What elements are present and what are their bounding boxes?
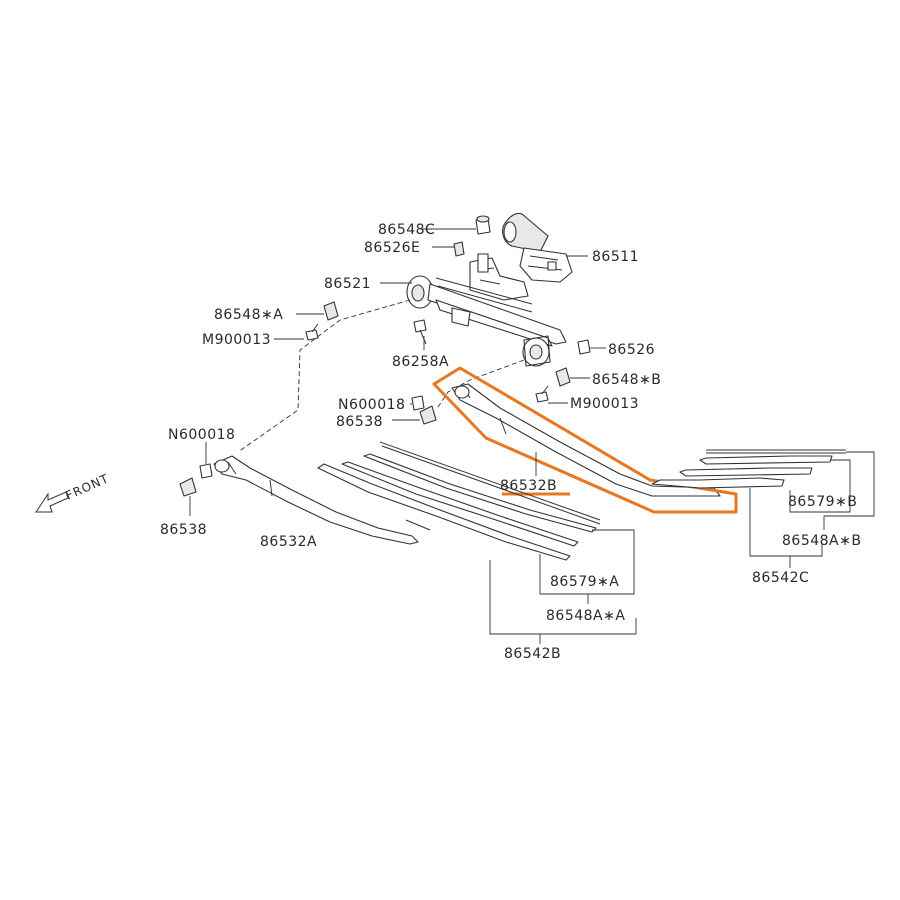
label-86579-B: 86579∗B bbox=[788, 494, 857, 510]
label-86542B: 86542B bbox=[504, 646, 561, 662]
wiper-blade-86542C bbox=[651, 449, 846, 489]
label-86548C: 86548C bbox=[378, 222, 435, 238]
front-label: FRONT bbox=[64, 471, 112, 502]
bolt-M900013-a bbox=[274, 323, 319, 341]
bracket-86542C bbox=[749, 488, 823, 568]
cap-86538-a bbox=[179, 477, 197, 516]
nut-N600018-a bbox=[199, 442, 213, 479]
bracket-86579B bbox=[789, 459, 851, 513]
label-86538-b: 86538 bbox=[336, 414, 383, 430]
label-86521: 86521 bbox=[324, 276, 371, 292]
label-86548-A: 86548∗A bbox=[214, 307, 283, 323]
bracket-86579A bbox=[539, 529, 635, 595]
label-N600018-b: N600018 bbox=[338, 397, 405, 413]
label-86548-B: 86548∗B bbox=[592, 372, 661, 388]
label-M900013-a: M900013 bbox=[202, 332, 271, 348]
bracket-86542B bbox=[489, 560, 637, 644]
nut-86526 bbox=[577, 339, 606, 355]
label-86542C: 86542C bbox=[752, 570, 809, 586]
label-N600018-a: N600018 bbox=[168, 427, 235, 443]
front-direction-arrow: FRONT bbox=[35, 471, 112, 513]
cap-86548C bbox=[420, 215, 491, 235]
cap-86538-b bbox=[392, 405, 437, 425]
label-86579-A: 86579∗A bbox=[550, 574, 619, 590]
label-86548A-A: 86548A∗A bbox=[546, 608, 625, 624]
wiper-motor-86511 bbox=[502, 212, 588, 283]
label-86526E: 86526E bbox=[364, 240, 420, 256]
bolt-M900013-b bbox=[535, 385, 568, 404]
grommet-86548B bbox=[555, 367, 590, 387]
bolt-86258A bbox=[413, 319, 427, 350]
bracket-86548AB bbox=[823, 451, 875, 530]
label-86258A: 86258A bbox=[392, 354, 449, 370]
label-86532B: 86532B bbox=[500, 478, 557, 494]
wiper-arm-86532A bbox=[213, 455, 419, 545]
highlight-outline-86532B bbox=[432, 366, 738, 514]
wiper-linkage-86521 bbox=[380, 253, 567, 367]
nut-N600018-b bbox=[410, 395, 425, 411]
grommet-86548A bbox=[296, 301, 339, 321]
label-86511: 86511 bbox=[592, 249, 639, 265]
bushing-86526E bbox=[432, 241, 465, 257]
label-86532A: 86532A bbox=[260, 534, 317, 550]
label-M900013-b: M900013 bbox=[570, 396, 639, 412]
label-86548A-B: 86548A∗B bbox=[782, 533, 861, 549]
label-86526: 86526 bbox=[608, 342, 655, 358]
label-86538-a: 86538 bbox=[160, 522, 207, 538]
wiper-blade-86542B bbox=[317, 441, 601, 561]
dashed-link-left bbox=[237, 299, 411, 453]
dashed-link-center bbox=[435, 359, 525, 411]
